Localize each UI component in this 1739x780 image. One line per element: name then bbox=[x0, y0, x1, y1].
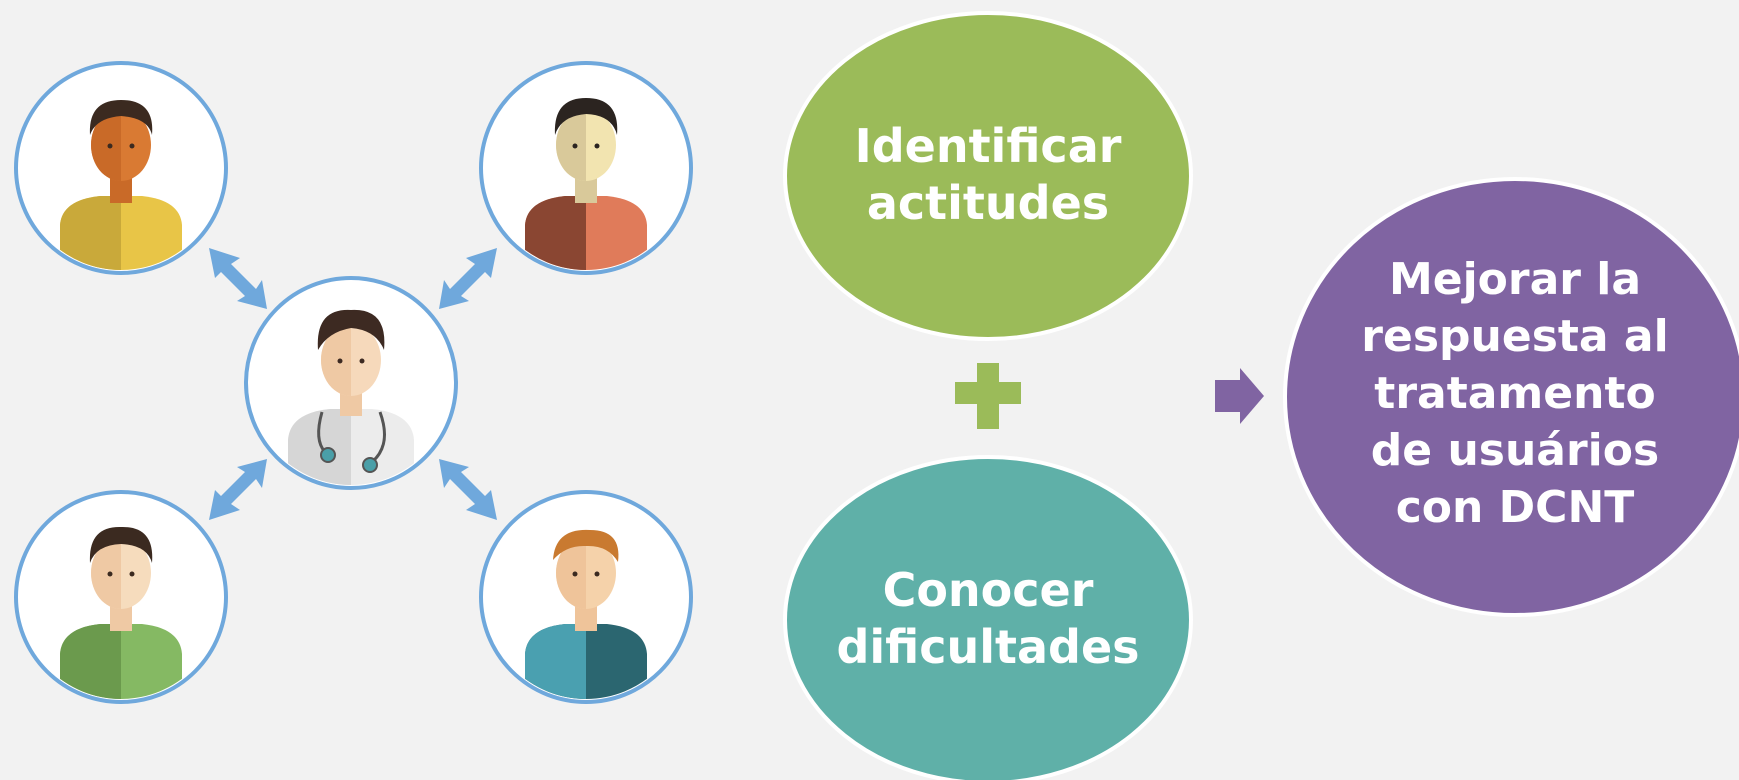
person-icon-top-left bbox=[14, 61, 228, 275]
oval-identify-attitudes: Identificar actitudes bbox=[783, 11, 1193, 341]
double-arrow-bottom-left bbox=[209, 459, 267, 520]
double-arrow-top-left bbox=[209, 248, 267, 309]
oval-result-line2: respuesta al bbox=[1361, 311, 1668, 362]
oval-result-line5: con DCNT bbox=[1396, 482, 1635, 533]
plus-icon bbox=[955, 363, 1021, 429]
oval-know-line1: Conocer bbox=[883, 563, 1094, 617]
person-icon-bottom-left bbox=[14, 490, 228, 704]
oval-result-line4: de usuários bbox=[1371, 425, 1659, 476]
oval-identify-line2: actitudes bbox=[867, 176, 1109, 230]
double-arrow-bottom-right bbox=[439, 459, 497, 520]
oval-know-difficulties: Conocer dificultades bbox=[783, 455, 1193, 780]
arrow-right-icon bbox=[1215, 368, 1264, 424]
double-arrow-top-right bbox=[439, 248, 497, 309]
people-network bbox=[14, 61, 693, 704]
person-icon-bottom-right bbox=[479, 490, 693, 704]
oval-result: Mejorar la respuesta al tratamento de us… bbox=[1283, 177, 1739, 617]
doctor-icon bbox=[244, 276, 458, 490]
oval-know-line2: dificultades bbox=[836, 620, 1139, 674]
oval-result-line1: Mejorar la bbox=[1389, 254, 1641, 305]
person-icon-top-right bbox=[479, 61, 693, 275]
oval-result-line3: tratamento bbox=[1374, 368, 1655, 419]
oval-identify-line1: Identificar bbox=[855, 119, 1122, 173]
